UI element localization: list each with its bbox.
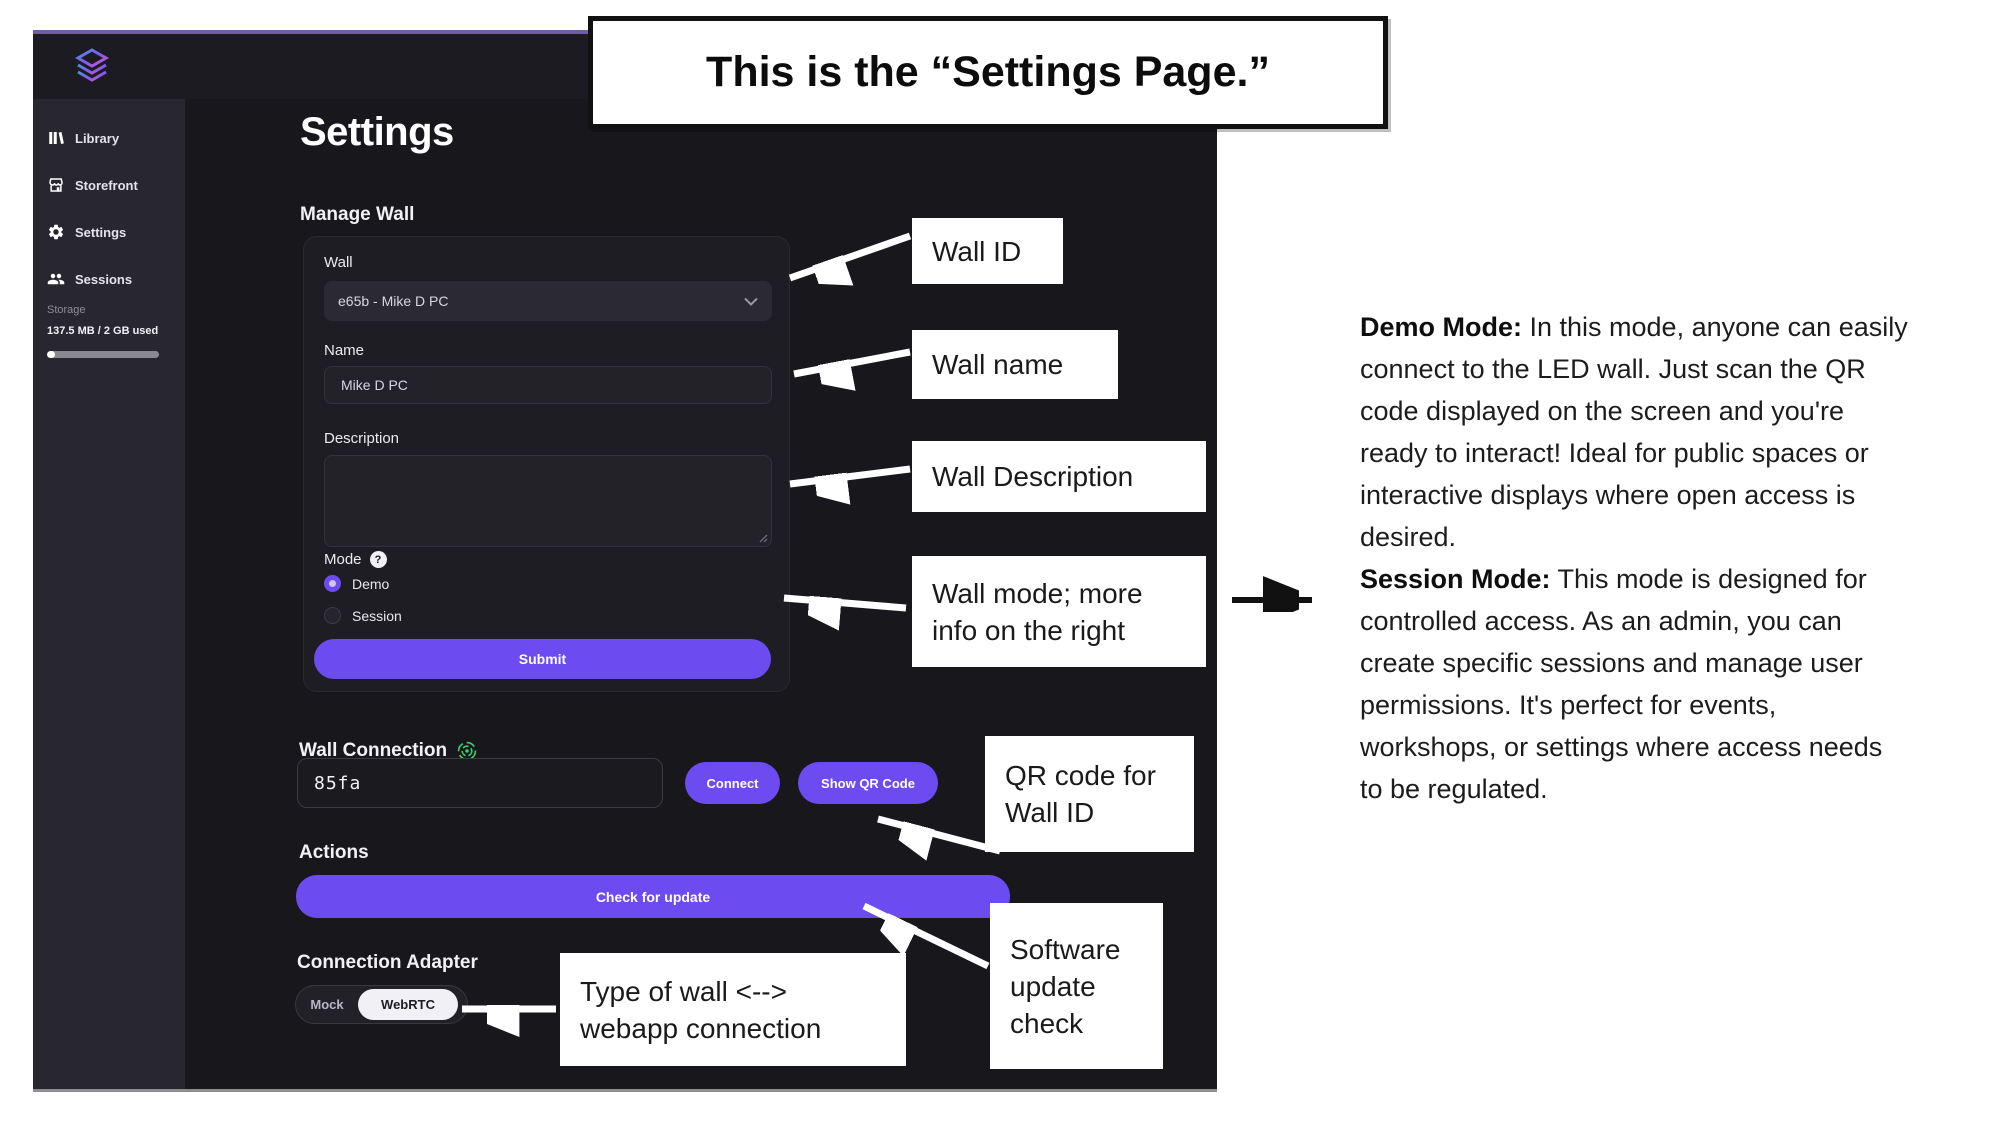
resize-handle-icon[interactable] [757,532,768,543]
radio-unselected-icon[interactable] [324,607,341,624]
description-textarea[interactable] [324,455,772,547]
demo-mode-text: In this mode, anyone can easily connect … [1360,312,1908,552]
connect-button[interactable]: Connect [685,762,780,804]
sidebar-item-sessions[interactable]: Sessions [33,262,185,296]
sidebar-item-label: Settings [75,224,127,240]
connection-adapter-toggle: Mock WebRTC [295,985,468,1024]
session-mode-text: This mode is designed for controlled acc… [1360,564,1883,804]
mode-field-label: Mode [324,551,362,568]
people-icon [47,270,65,288]
adapter-option-mock[interactable]: Mock [310,997,344,1012]
name-input-value: Mike D PC [341,377,408,393]
radio-selected-icon[interactable] [324,575,341,592]
mode-radio-session[interactable]: Session [324,607,402,624]
library-icon [47,129,65,147]
storage-progress-fill [47,351,55,358]
description-field-label: Description [324,430,400,447]
submit-button[interactable]: Submit [314,639,771,679]
wall-select-value: e65b - Mike D PC [338,293,449,309]
name-field-label: Name [324,342,365,359]
storefront-icon [47,176,65,194]
annotation-wall-mode: Wall mode; more info on the right [912,556,1206,667]
mode-label-row: Mode ? [324,551,387,568]
session-mode-label: Session Mode: [1360,564,1551,594]
sidebar: Library Storefront Setti [33,99,185,1089]
wall-connection-heading: Wall Connection [299,740,448,761]
name-input[interactable]: Mike D PC [324,366,772,404]
demo-mode-paragraph: Demo Mode: In this mode, anyone can easi… [1360,306,1910,558]
page-title: Settings [300,110,454,154]
demo-mode-label: Demo Mode: [1360,312,1522,342]
app-logo-icon [74,48,110,82]
gear-icon [47,223,65,241]
sidebar-item-storefront[interactable]: Storefront [33,168,185,202]
sidebar-item-label: Library [75,130,120,146]
connection-adapter-heading: Connection Adapter [297,952,478,973]
annotation-software-update: Software update check [990,903,1163,1069]
actions-heading: Actions [299,842,369,863]
help-icon[interactable]: ? [369,551,387,568]
annotation-wall-id: Wall ID [912,218,1063,284]
wall-code-input[interactable]: 85fa [297,758,663,808]
check-for-update-button[interactable]: Check for update [296,875,1010,918]
radio-label: Demo [352,575,390,592]
session-mode-paragraph: Session Mode: This mode is designed for … [1360,558,1910,810]
annotation-wall-name: Wall name [912,330,1118,399]
radio-label: Session [352,607,402,624]
show-qr-code-button[interactable]: Show QR Code [798,762,938,804]
mode-info-panel: Demo Mode: In this mode, anyone can easi… [1360,306,1910,810]
annotation-wall-description: Wall Description [912,441,1206,512]
storage-label: Storage [47,304,86,316]
wall-field-label: Wall [324,254,353,271]
mode-radio-demo[interactable]: Demo [324,575,389,592]
wall-select[interactable]: e65b - Mike D PC [324,281,772,321]
storage-progress [47,351,159,358]
wall-code-value: 85fa [314,772,362,794]
chevron-down-icon [744,297,758,306]
annotation-title-box: This is the “Settings Page.” [588,16,1388,129]
sidebar-item-label: Sessions [75,271,133,287]
annotation-adapter: Type of wall <--> webapp connection [560,953,906,1066]
manage-wall-heading: Manage Wall [300,204,415,225]
sidebar-item-settings[interactable]: Settings [33,215,185,249]
sidebar-item-label: Storefront [75,177,138,193]
adapter-option-webrtc[interactable]: WebRTC [358,989,458,1020]
annotation-title-text: This is the “Settings Page.” [706,48,1270,96]
manage-wall-card: Wall e65b - Mike D PC Name Mike D PC Des… [303,236,790,692]
sidebar-item-library[interactable]: Library [33,121,185,155]
wall-connection-heading-row: Wall Connection [299,740,477,762]
annotation-qr-code: QR code for Wall ID [985,736,1194,852]
storage-usage: 137.5 MB / 2 GB used [47,325,159,337]
